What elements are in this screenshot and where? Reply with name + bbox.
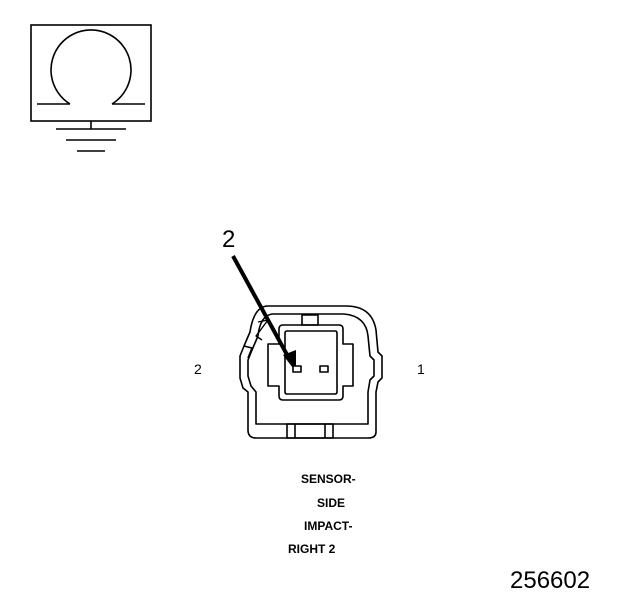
pin-label-left: 2 (194, 361, 202, 377)
caption-line-3: IMPACT- (304, 519, 353, 533)
two-pin-connector-icon (239, 305, 383, 439)
figure-id: 256602 (510, 567, 591, 594)
ohmmeter-ground-icon (30, 24, 152, 152)
callout-number: 2 (222, 226, 236, 253)
caption-line-2: SIDE (317, 496, 346, 510)
pin-label-right: 1 (417, 361, 425, 377)
caption-line-4: RIGHT 2 (288, 542, 336, 556)
caption-line-1: SENSOR- (301, 472, 356, 486)
